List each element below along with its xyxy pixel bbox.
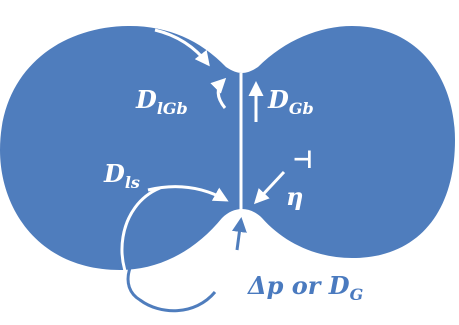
surface-diffusion-arrow	[154, 28, 210, 67]
label-surface-diffusion: Ds	[187, 0, 218, 32]
label-gb-diffusion: DGb	[267, 85, 314, 118]
neck-entry-arrow	[231, 217, 247, 251]
label-inverse-gb-diffusion: DlGb	[135, 85, 188, 118]
inverse-gb-arrow	[210, 77, 227, 109]
label-pressure-or-lattice: Δp or DG	[247, 271, 363, 304]
dislocation-symbol: ⊣	[292, 145, 313, 174]
particles-shape	[0, 26, 455, 270]
label-lattice-from-surface: Dls	[103, 159, 140, 192]
dislocation-arrow	[253, 170, 286, 205]
lattice-loop-arrow	[120, 186, 248, 315]
lattice-loop-arrow-outer	[126, 267, 217, 313]
label-dislocation: η	[286, 182, 303, 211]
